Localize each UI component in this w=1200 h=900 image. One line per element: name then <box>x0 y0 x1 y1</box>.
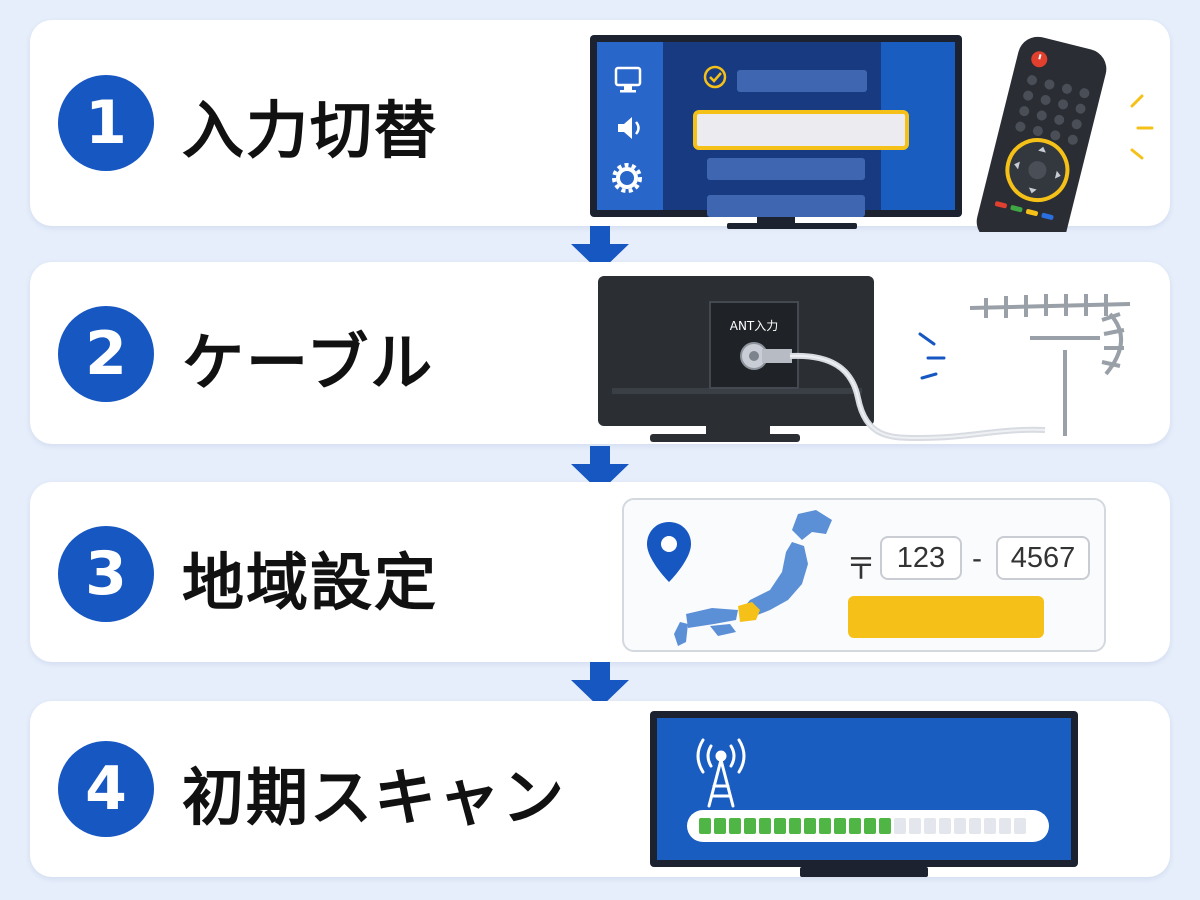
progress-segment-filled <box>819 818 831 834</box>
progress-segment-filled <box>714 818 726 834</box>
step-number-badge: 4 <box>58 741 154 837</box>
scan-tv <box>650 711 1078 877</box>
down-arrow-icon <box>571 446 629 492</box>
signal-marks <box>918 332 946 380</box>
broadcast-tower-icon <box>696 738 746 808</box>
progress-segment-filled <box>774 818 786 834</box>
progress-segment-filled <box>834 818 846 834</box>
japan-map <box>674 510 832 646</box>
zip-code-first-field[interactable]: 123 <box>880 536 962 580</box>
tv-stand-neck <box>757 217 795 225</box>
coax-connector <box>740 342 792 370</box>
down-arrow-icon <box>571 226 629 272</box>
progress-segment-empty <box>939 818 951 834</box>
postal-mark: 〒 <box>846 553 876 586</box>
progress-segment-empty <box>894 818 906 834</box>
menu-item <box>737 70 867 92</box>
signal-marks <box>1130 94 1154 160</box>
monitor-icon <box>614 66 642 93</box>
antenna-cable-illustration: ANT入力 <box>598 276 1131 442</box>
progress-segment-empty <box>969 818 981 834</box>
progress-segment-empty <box>909 818 921 834</box>
step-number-badge: 3 <box>58 526 154 622</box>
step-card-initial-scan: 4 初期スキャン <box>30 701 1170 877</box>
port-label: ANT入力 <box>730 319 779 333</box>
zip-separator: - <box>972 542 982 575</box>
progress-segment-filled <box>849 818 861 834</box>
step-title: 地域設定 <box>182 546 439 619</box>
progress-segment-empty <box>984 818 996 834</box>
step-title: ケーブル <box>182 326 435 399</box>
step-title: 初期スキャン <box>182 761 567 834</box>
tv-antenna <box>969 294 1131 436</box>
progress-segment-empty <box>1014 818 1026 834</box>
remote-control-illustration <box>976 36 1154 232</box>
progress-segment-filled <box>729 818 741 834</box>
location-pin-icon <box>647 522 691 582</box>
progress-segment-filled <box>804 818 816 834</box>
scan-screen <box>657 718 1071 860</box>
progress-segment-filled <box>744 818 756 834</box>
progress-segment-empty <box>999 818 1011 834</box>
menu-item-selected <box>693 110 909 150</box>
speaker-icon <box>618 117 640 139</box>
progress-segment-filled <box>864 818 876 834</box>
progress-segment-filled <box>879 818 891 834</box>
step-card-input-switch: 1 入力切替 <box>30 20 1170 232</box>
step-card-region-setup: 3 地域設定 〒 123 - 4567 <box>30 482 1170 662</box>
tv-stand <box>800 867 928 877</box>
progress-segment-empty <box>924 818 936 834</box>
region-settings-panel: 〒 123 - 4567 <box>622 498 1106 652</box>
check-icon <box>703 65 727 89</box>
scan-progress-bar <box>687 810 1049 842</box>
progress-segment-filled <box>789 818 801 834</box>
confirm-button[interactable] <box>848 596 1044 638</box>
down-arrow-icon <box>571 662 629 708</box>
progress-segment-filled <box>699 818 711 834</box>
step-card-cable: 2 ケーブル ANT入力 <box>30 262 1170 444</box>
progress-segment-filled <box>759 818 771 834</box>
progress-segment-empty <box>954 818 966 834</box>
zip-code-second-field[interactable]: 4567 <box>996 536 1090 580</box>
menu-item <box>707 195 865 217</box>
tv-menu-illustration <box>590 35 962 229</box>
tv-stand-base <box>727 223 857 229</box>
step-title: 入力切替 <box>182 94 439 167</box>
step-number-badge: 2 <box>58 306 154 402</box>
tv-stand <box>650 434 800 442</box>
menu-item <box>707 158 865 180</box>
power-icon <box>1031 51 1048 68</box>
gear-icon <box>612 163 642 193</box>
step-number-badge: 1 <box>58 75 154 171</box>
